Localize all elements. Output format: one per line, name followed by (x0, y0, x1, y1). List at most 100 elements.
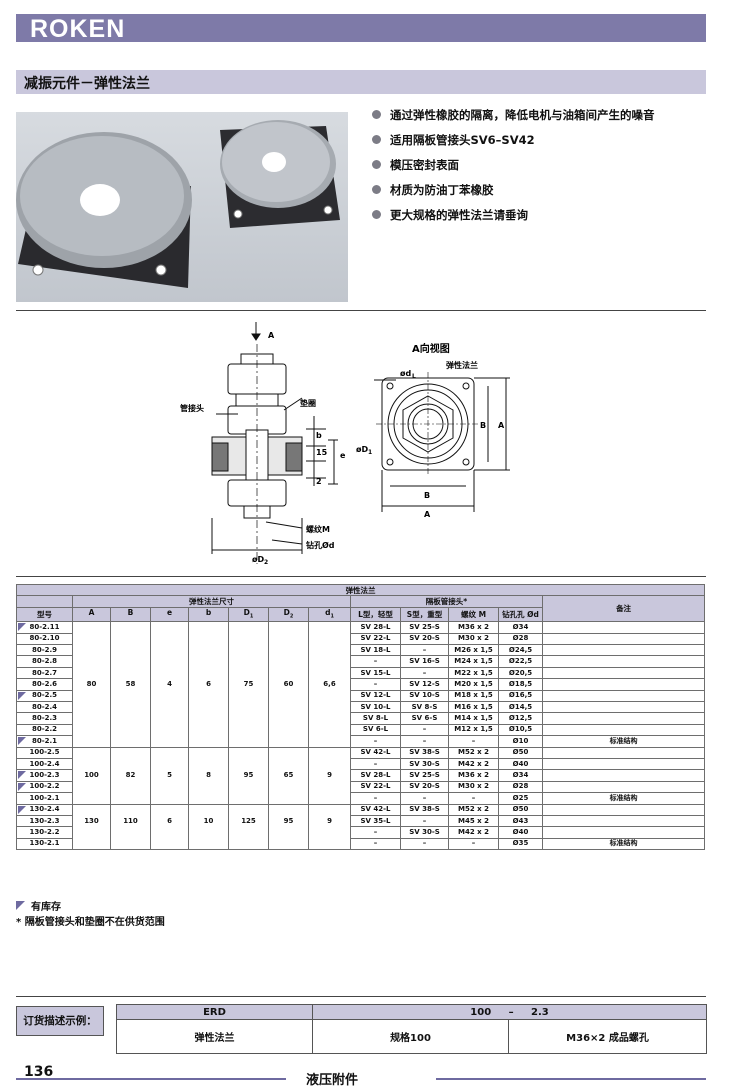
dim-cell (228, 781, 269, 793)
dim-cell (150, 690, 189, 702)
fitting-cell: SV 6-S (400, 712, 449, 725)
fitting-cell: SV 8-L (350, 712, 401, 725)
dim-A-vertical: A (498, 421, 505, 430)
fitting-cell: SV 30-S (400, 826, 449, 839)
model-cell: 130-2.1 (16, 837, 73, 851)
dim-cell (110, 633, 151, 645)
dim-e-label: e (340, 451, 346, 460)
dim-cell (188, 803, 229, 816)
brand-logo: ROKEN (30, 15, 126, 43)
fitting-cell: SV 20-S (400, 780, 449, 794)
dim-cell (110, 758, 151, 770)
dim-cell (228, 667, 269, 679)
dim-cell (188, 633, 229, 645)
dim-cell (308, 781, 351, 793)
dim-cell (72, 838, 111, 851)
fitting-cell: Ø18,5 (498, 678, 543, 691)
dim-cell (72, 746, 111, 759)
dim-cell (150, 655, 189, 668)
fitting-cell: M45 x 2 (448, 814, 499, 828)
dim-cell: 8 (188, 769, 229, 782)
divider (16, 576, 706, 577)
footer-rule (436, 1078, 706, 1080)
dim-cell (228, 701, 269, 713)
fitting-cell: SV 38-S (400, 803, 449, 816)
column-header-remark: 备注 (541, 595, 706, 623)
fitting-cell: M20 x 1,5 (448, 678, 499, 691)
dim-cell: 95 (268, 815, 309, 827)
dim-cell (188, 644, 229, 656)
fitting-cell: M18 x 1,5 (448, 689, 499, 703)
dim-cell (228, 712, 269, 725)
dim-cell (72, 667, 111, 679)
column-header-model: 型号 (16, 606, 73, 623)
dim-cell (268, 724, 309, 736)
dim-cell: 100 (72, 769, 111, 782)
dim-cell (188, 792, 229, 805)
feature-item: 通过弹性橡胶的隔离，降低电机与油箱间产生的噪音 (372, 106, 655, 131)
fitting-cell: M52 x 2 (448, 746, 499, 759)
dim-cell: 60 (268, 678, 309, 691)
dim-d1-sub: 1 (368, 449, 372, 456)
dim-b-label: b (316, 431, 322, 440)
fitting-cell: SV 42-L (350, 803, 401, 816)
drill-label: 钻孔Ød (306, 540, 335, 550)
column-header-dim: D2 (268, 606, 309, 623)
fitting-cell: Ø34 (498, 621, 543, 634)
dim-dl-sub: L (412, 373, 416, 380)
fitting-cell: SV 22-L (350, 780, 401, 794)
remark-cell (541, 666, 706, 680)
fitting-cell: – (350, 678, 401, 691)
dim-cell (72, 690, 111, 702)
dim-cell (110, 781, 151, 793)
model-cell: 80-2.8 (16, 655, 73, 668)
dim-cell: 75 (228, 678, 269, 691)
dim-cell (308, 655, 351, 668)
dim-cell (308, 826, 351, 839)
model-cell: 80-2.11 (16, 621, 73, 634)
dim-cell (110, 746, 151, 759)
dim-cell (188, 667, 229, 679)
fitting-cell: Ø40 (498, 826, 543, 839)
dim-cell (188, 621, 229, 634)
dim-cell (188, 724, 229, 736)
dim-cell (72, 724, 111, 736)
fitting-cell: – (400, 644, 449, 657)
dim-cell (308, 701, 351, 713)
dim-cell (110, 826, 151, 839)
dim-cell: 80 (72, 678, 111, 691)
dim-cell (150, 838, 189, 851)
column-header-fitting: 螺纹 M (448, 606, 499, 623)
dim-cell (110, 838, 151, 851)
dim-cell (188, 655, 229, 668)
dim-cell (110, 724, 151, 736)
fitting-cell: – (400, 814, 449, 828)
dim-2-label: 2 (316, 477, 322, 486)
model-cell: 80-2.9 (16, 644, 73, 657)
remark-cell (541, 644, 706, 657)
dim-cell (150, 826, 189, 839)
dim-cell: 6,6 (308, 678, 351, 691)
fitting-cell: – (400, 666, 449, 680)
fitting-cell: – (400, 723, 449, 737)
dim-cell (188, 735, 229, 748)
model-cell: 80-2.2 (16, 723, 73, 737)
fitting-cell: Ø10,5 (498, 723, 543, 737)
group-header-flange: 弹性法兰尺寸 (72, 595, 351, 608)
empty-header-cell (16, 595, 73, 608)
model-cell: 80-2.1 (16, 735, 73, 748)
dim-cell (72, 644, 111, 656)
remark-cell (541, 803, 706, 816)
fitting-cell: – (350, 757, 401, 771)
brand-header-bar: ROKEN (16, 14, 706, 43)
fitting-cell: SV 10-L (350, 700, 401, 714)
dim-cell (228, 655, 269, 668)
dim-cell: 10 (188, 815, 229, 827)
model-cell: 80-2.7 (16, 666, 73, 680)
fitting-cell: M36 x 2 (448, 769, 499, 782)
